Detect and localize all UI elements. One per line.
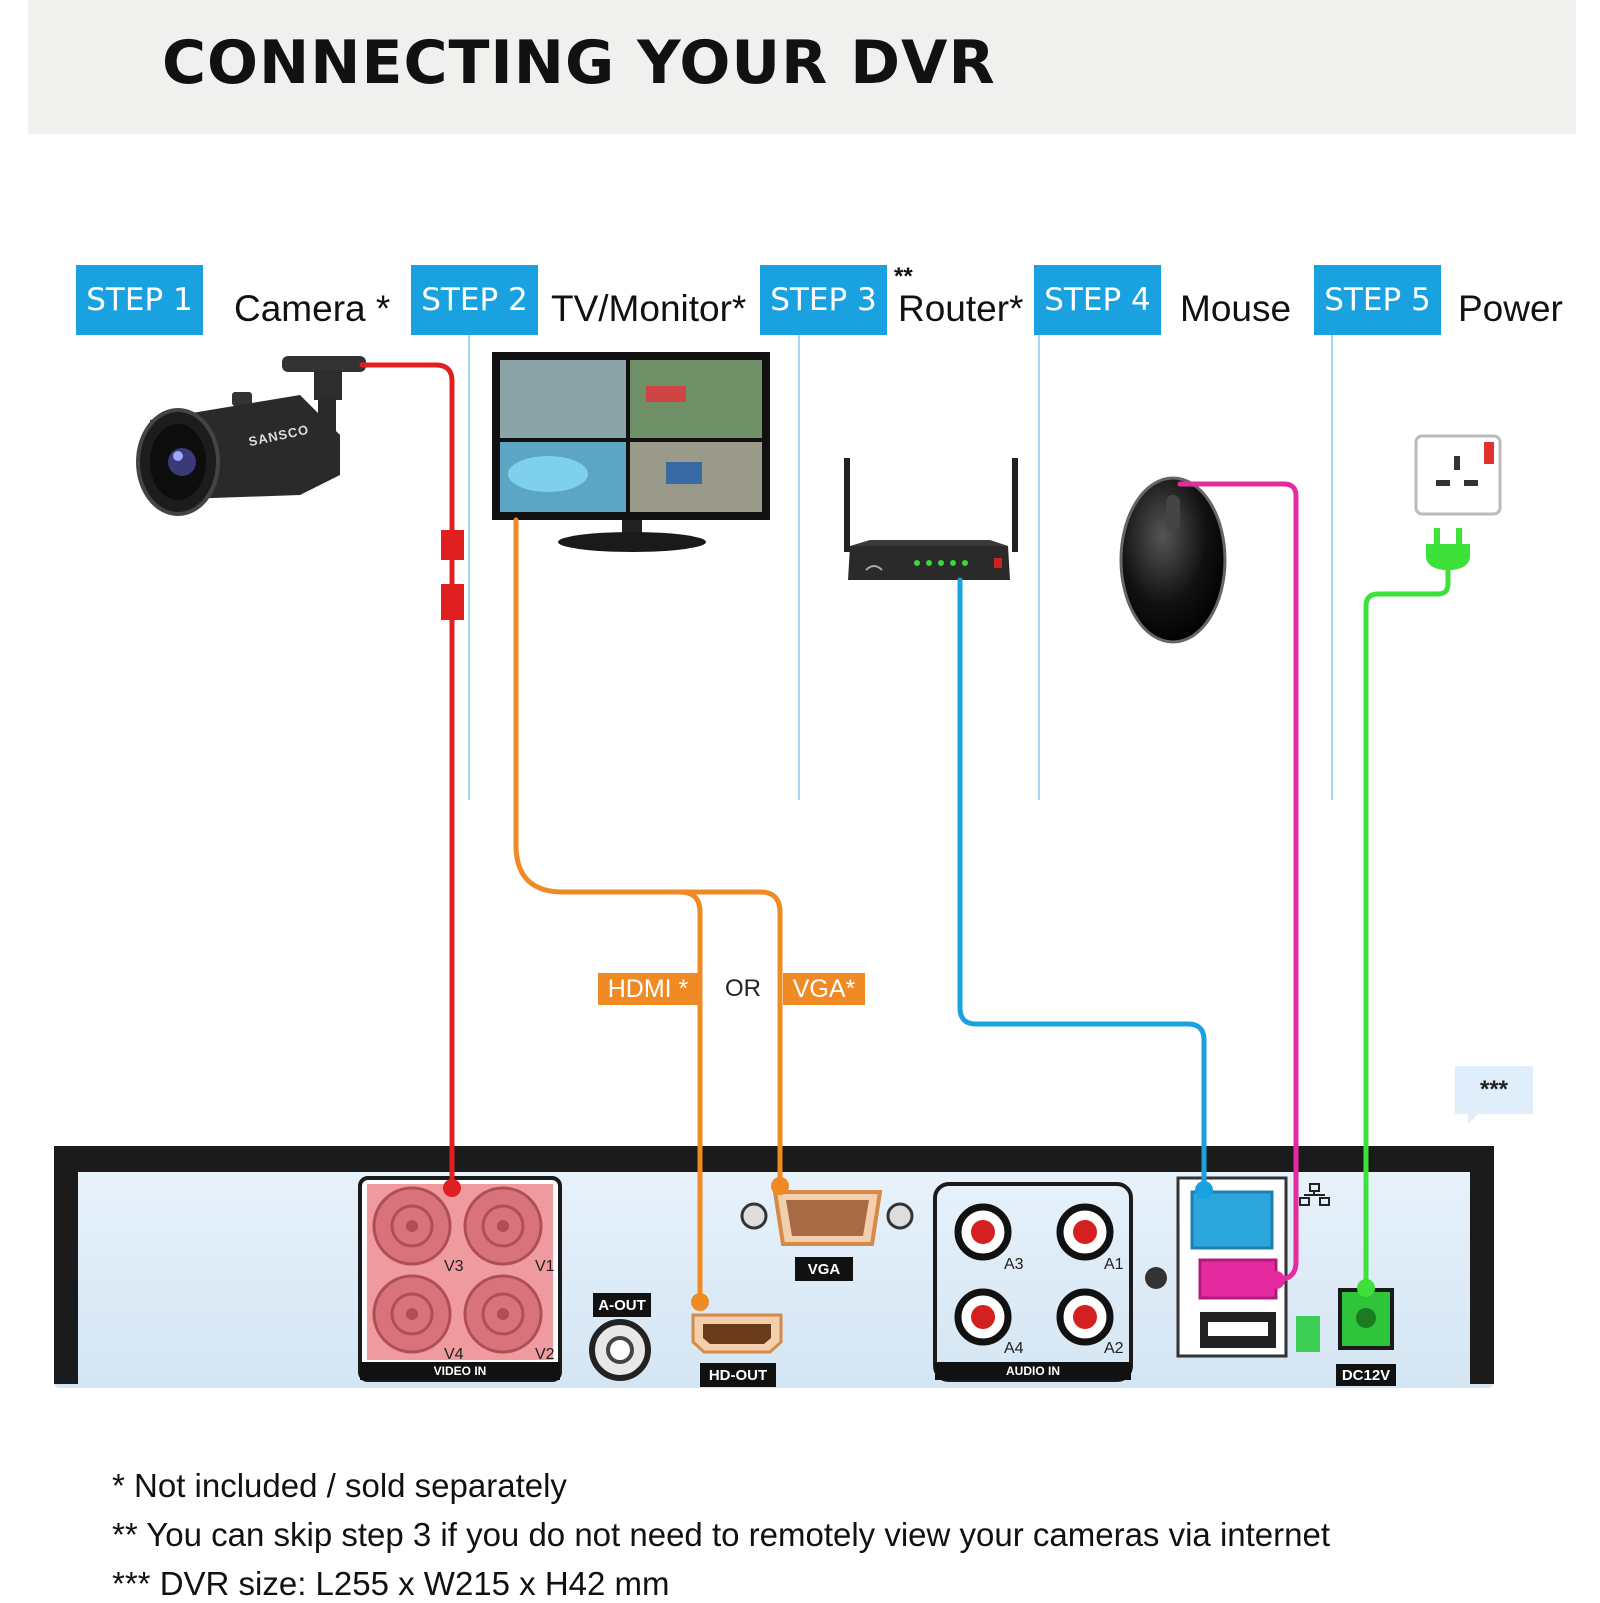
footnote-3: *** DVR size: L255 x W215 x H42 mm — [112, 1565, 670, 1602]
hdmi-port — [691, 1313, 783, 1354]
video-in-block — [358, 1176, 562, 1382]
audio-in-label: AUDIO IN — [935, 1362, 1131, 1380]
audio-channel-a2: A2 — [1104, 1340, 1124, 1357]
cable-router — [957, 577, 1207, 1193]
camera-connector — [441, 530, 464, 620]
page-title: CONNECTING YOUR DVR — [162, 28, 996, 98]
vga-port — [740, 1190, 914, 1246]
step-1-device-label: Camera * — [234, 288, 391, 329]
router-illustration — [844, 458, 1018, 580]
cable-mouse — [1177, 481, 1299, 1283]
video-channel-v1: V1 — [535, 1258, 555, 1275]
step-5-device-label: Power — [1458, 288, 1563, 329]
cable-power — [1363, 567, 1451, 1291]
size-note-bubble-tail — [1468, 1112, 1480, 1124]
video-in-label: VIDEO IN — [360, 1362, 560, 1380]
hd-out-label: HD-OUT — [700, 1363, 776, 1387]
monitor-illustration — [492, 352, 770, 552]
footnote-2: ** You can skip step 3 if you do not nee… — [112, 1516, 1331, 1553]
lan-usb-block — [1176, 1176, 1320, 1358]
camera-illustration — [136, 356, 366, 516]
mouse-illustration — [1119, 476, 1227, 644]
size-note-bubble: *** — [1455, 1066, 1533, 1114]
step-3-device-label: Router* — [898, 288, 1024, 329]
video-channel-v2: V2 — [535, 1346, 555, 1363]
dc12v-label: DC12V — [1336, 1364, 1396, 1386]
or-text: OR — [725, 975, 761, 1002]
cable-end-dots — [443, 1177, 1375, 1311]
footnote-1: * Not included / sold separately — [112, 1467, 567, 1504]
step-2-badge: STEP 2 — [411, 265, 538, 335]
video-channel-v4: V4 — [444, 1346, 464, 1363]
step-4-badge: STEP 4 — [1034, 265, 1161, 335]
step-guide-lines — [468, 335, 1333, 800]
step-5-badge: STEP 5 — [1314, 265, 1441, 335]
vga-port-label: VGA — [795, 1257, 853, 1281]
cable-monitor — [513, 517, 783, 1305]
vga-tag: VGA* — [783, 973, 865, 1005]
header-band — [28, 0, 1576, 134]
power-plug — [1426, 528, 1470, 570]
step-3-badge: STEP 3 — [760, 265, 887, 335]
network-icon — [1299, 1183, 1330, 1206]
a-out-jack — [589, 1319, 651, 1381]
power-socket — [1414, 434, 1502, 516]
cable-camera — [359, 362, 455, 1191]
step-3-footnote-mark: ** — [894, 263, 913, 290]
step-4-device-label: Mouse — [1180, 288, 1292, 329]
audio-channel-a4: A4 — [1004, 1340, 1024, 1357]
step-1-badge: STEP 1 — [76, 265, 203, 335]
hdmi-tag: HDMI * — [598, 973, 698, 1005]
a-out-label: A-OUT — [593, 1293, 651, 1317]
dc12v-port — [1338, 1288, 1394, 1350]
audio-channel-a1: A1 — [1104, 1256, 1124, 1273]
video-channel-v3: V3 — [444, 1258, 464, 1275]
step-2-device-label: TV/Monitor* — [551, 288, 747, 329]
audio-channel-a3: A3 — [1004, 1256, 1024, 1273]
